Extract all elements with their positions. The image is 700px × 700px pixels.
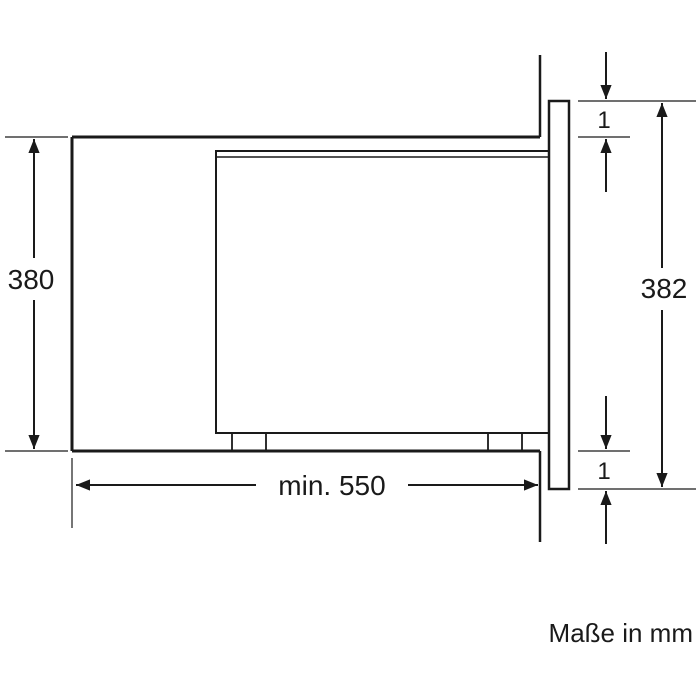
dimension-min-depth: min. 550 bbox=[71, 458, 538, 528]
cabinet-niche bbox=[70, 55, 542, 542]
appliance-foot-right bbox=[487, 432, 523, 452]
appliance-front-panel bbox=[547, 99, 571, 491]
appliance-body bbox=[215, 150, 548, 452]
dimension-appliance-height: 382 bbox=[578, 100, 696, 490]
appliance-foot-left bbox=[231, 432, 267, 452]
bottom-gap-label: 1 bbox=[597, 458, 610, 485]
top-gap-label: 1 bbox=[597, 107, 610, 134]
dimension-cabinet-height: 380 bbox=[5, 136, 68, 452]
dimension-top-gap: 1 bbox=[578, 52, 630, 192]
appliance-height-label: 382 bbox=[641, 273, 688, 304]
min-depth-label: min. 550 bbox=[278, 470, 385, 501]
cabinet-height-label: 380 bbox=[8, 264, 55, 295]
units-note: Maße in mm bbox=[549, 618, 693, 648]
dimension-bottom-gap: 1 bbox=[578, 396, 630, 544]
